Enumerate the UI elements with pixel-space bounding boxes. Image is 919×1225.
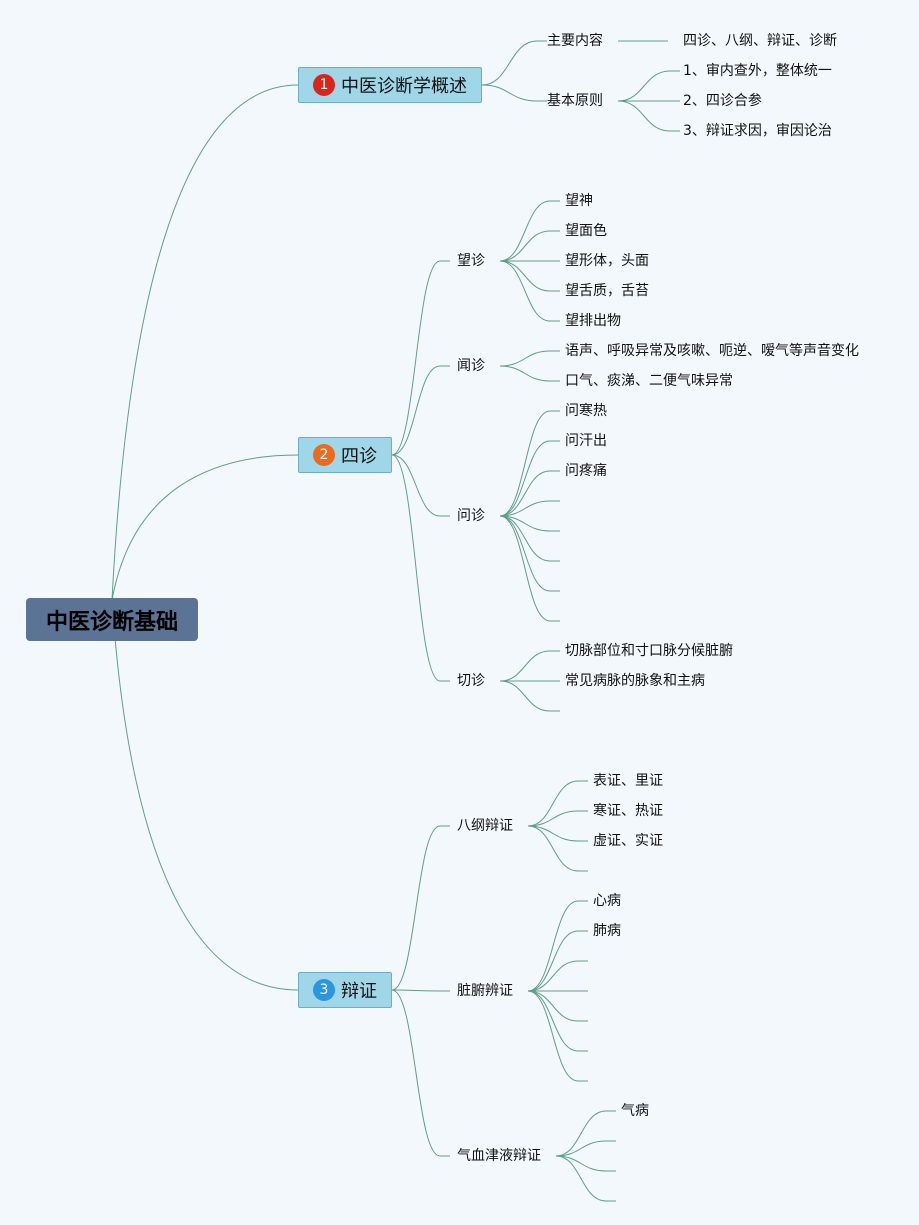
branch-label: 中医诊断学概述 (341, 76, 467, 97)
connector-line (499, 650, 551, 682)
topic-eight-principles-item[interactable]: 虚证、实证 (593, 833, 663, 849)
topic-listening[interactable]: 闻诊 (457, 358, 485, 374)
branch-label: 辩证 (341, 981, 377, 1002)
connector-line (481, 84, 538, 102)
connector-line (555, 1155, 607, 1202)
connector-line (555, 1140, 607, 1157)
connector-line (499, 230, 551, 262)
number-badge-icon: 1 (313, 74, 335, 96)
connector-line (499, 515, 551, 562)
topic-inspection-item[interactable]: 望舌质，舌苔 (565, 283, 649, 299)
connector-line (527, 990, 579, 1082)
connector-line (391, 989, 441, 1157)
topic-principle-item[interactable]: 3、辩证求因，审因论治 (683, 123, 832, 139)
connector-line (527, 930, 579, 992)
topic-main-content[interactable]: 主要内容 (547, 33, 603, 49)
branch-syndrome[interactable]: 3 辩证 (298, 972, 392, 1008)
connector-line (527, 780, 579, 827)
connector-line (499, 365, 551, 382)
topic-inquiry-item[interactable]: 问疼痛 (565, 463, 607, 479)
connector-line (555, 1155, 607, 1172)
topic-palpation-item[interactable]: 常见病脉的脉象和主病 (565, 673, 705, 689)
root-connector-line (111, 454, 299, 601)
connector-line (499, 260, 551, 322)
connector-line (499, 500, 551, 517)
connector-line (391, 260, 441, 456)
connector-line (499, 515, 551, 622)
connector-line (499, 200, 551, 262)
topic-inquiry-item[interactable]: 问汗出 (565, 433, 607, 449)
connector-line (617, 100, 671, 132)
topic-qi-blood[interactable]: 气血津液辩证 (457, 1148, 541, 1164)
connector-line (527, 990, 579, 1052)
connector-line (527, 990, 579, 1022)
connector-line (499, 680, 551, 712)
topic-listening-item[interactable]: 口气、痰涕、二便气味异常 (565, 373, 733, 389)
topic-inspection-item[interactable]: 望神 (565, 193, 593, 209)
branch-four-diagnoses[interactable]: 2 四诊 (298, 437, 392, 473)
topic-basic-principles[interactable]: 基本原则 (547, 93, 603, 109)
connector-line (527, 825, 579, 842)
branch-overview[interactable]: 1 中医诊断学概述 (298, 67, 482, 103)
topic-principle-item[interactable]: 2、四诊合参 (683, 93, 762, 109)
connector-line (499, 440, 551, 517)
topic-zangfu-item[interactable]: 肺病 (593, 923, 621, 939)
topic-palpation[interactable]: 切诊 (457, 673, 485, 689)
root-node[interactable]: 中医诊断基础 (26, 598, 198, 641)
connector-line (499, 410, 551, 517)
connector-line (391, 989, 441, 992)
topic-inquiry[interactable]: 问诊 (457, 508, 485, 524)
connector-line (391, 454, 441, 682)
topic-palpation-item[interactable]: 切脉部位和寸口脉分候脏腑 (565, 643, 733, 659)
topic-inspection-item[interactable]: 望面色 (565, 223, 607, 239)
number-badge-icon: 3 (313, 979, 335, 1001)
topic-listening-item[interactable]: 语声、呼吸异常及咳嗽、呃逆、嗳气等声音变化 (565, 343, 859, 359)
topic-inspection[interactable]: 望诊 (457, 253, 485, 269)
connector-line (499, 515, 551, 532)
topic-inspection-item[interactable]: 望形体，头面 (565, 253, 649, 269)
topic-zangfu[interactable]: 脏腑辨证 (457, 983, 513, 999)
topic-qi-blood-item[interactable]: 气病 (621, 1103, 649, 1119)
connector-line (499, 260, 551, 292)
connector-line (527, 810, 579, 827)
connector-line (527, 900, 579, 992)
connector-line (391, 365, 441, 456)
root-connector-line (111, 84, 299, 601)
topic-inspection-item[interactable]: 望排出物 (565, 313, 621, 329)
root-connector-line (111, 599, 299, 991)
topic-main-content-value[interactable]: 四诊、八纲、辩证、诊断 (683, 33, 837, 49)
connector-line (499, 470, 551, 517)
connector-line (555, 1110, 607, 1157)
topic-eight-principles[interactable]: 八纲辩证 (457, 818, 513, 834)
connector-line (499, 515, 551, 592)
number-badge-icon: 2 (313, 444, 335, 466)
connector-line (481, 40, 538, 86)
topic-eight-principles-item[interactable]: 寒证、热证 (593, 803, 663, 819)
connector-line (527, 825, 579, 872)
connector-line (391, 454, 441, 517)
connector-line (527, 960, 579, 992)
branch-label: 四诊 (341, 446, 377, 467)
topic-principle-item[interactable]: 1、审内查外，整体统一 (683, 63, 832, 79)
connector-line (499, 350, 551, 367)
topic-inquiry-item[interactable]: 问寒热 (565, 403, 607, 419)
connector-line (391, 825, 441, 991)
connector-line (617, 70, 671, 102)
topic-zangfu-item[interactable]: 心病 (593, 893, 621, 909)
topic-eight-principles-item[interactable]: 表证、里证 (593, 773, 663, 789)
